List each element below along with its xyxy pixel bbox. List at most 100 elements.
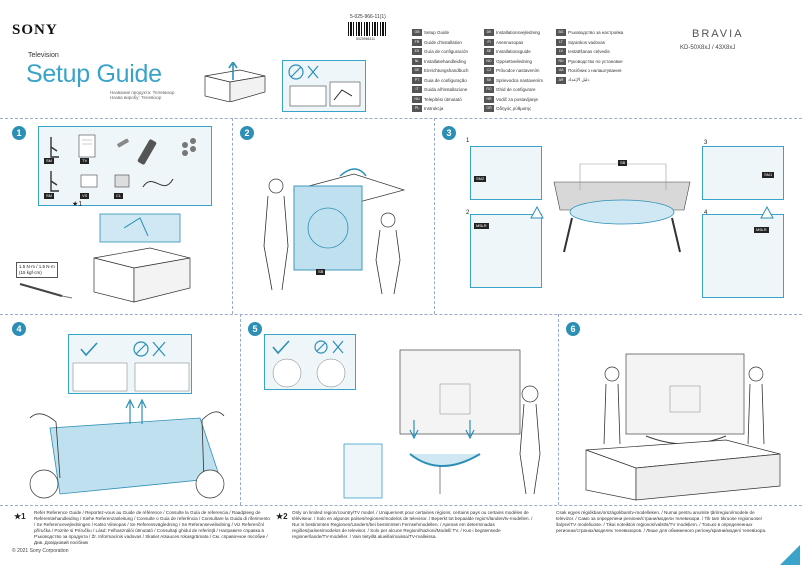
part-tag: TV (80, 158, 90, 164)
footnote-2-marker: ★2 (276, 512, 288, 521)
step-number-1: 1 (12, 126, 26, 140)
language-label: Руководство по установке (568, 58, 623, 64)
divider (558, 314, 559, 505)
language-code: HR (484, 95, 494, 103)
language-label: دليل الإعداد (568, 77, 590, 83)
part-tag: M5LR (754, 227, 769, 233)
language-label: Einrichtungshandbuch (424, 68, 469, 74)
part-tag: VS (80, 193, 90, 199)
step-number-4: 4 (12, 322, 26, 336)
language-label: Iestatīšanas ceļvedis (568, 49, 610, 55)
language-label: Ръководство за настройка (568, 30, 624, 36)
subtitle-line: Название продукта: Телевизор (110, 90, 175, 95)
substep-2: 2 (466, 210, 470, 216)
language-label: Oppsettveiledning (496, 58, 533, 64)
language-code: BG (556, 29, 566, 37)
page-corner (780, 545, 800, 565)
language-label: Telepítési útmutató (424, 96, 462, 102)
language-code: LV (556, 48, 566, 56)
language-code: NL (412, 57, 422, 65)
torque-spec: 1.5 N·m / 1.5 N·m (15 kgf·cm) (16, 262, 58, 278)
divider (0, 118, 802, 119)
substep-1: 1 (466, 138, 470, 144)
language-code: PT (412, 76, 422, 84)
title-subtitle: Название продукта: Телевизор Назва вироб… (110, 90, 175, 100)
language-label: Vodič za postavljanje (496, 96, 539, 102)
step-number-6: 6 (566, 322, 580, 336)
part-tag: SM1 (762, 172, 775, 178)
language-code: SK (484, 76, 494, 84)
language-label: Посібник з налаштування (568, 68, 622, 74)
step-number-3: 3 (442, 126, 456, 140)
substep-3: 3 (704, 140, 708, 146)
part-tag: M5LR (474, 223, 489, 229)
language-label: Installationsguide (496, 49, 531, 55)
step-number-2: 2 (240, 126, 254, 140)
language-label: Sprievodca nastavením (496, 77, 544, 83)
step3-detail-1 (470, 146, 542, 200)
doc-type: Television (28, 52, 59, 59)
divider (0, 505, 802, 506)
language-code: FI (484, 38, 494, 46)
torque-line: 1.5 N·m / 1.5 N·m (19, 264, 55, 269)
language-code: IT (412, 86, 422, 94)
part-tag: CL (114, 193, 124, 199)
language-code: NO (484, 57, 494, 65)
part-tag: SM (44, 158, 54, 164)
lift-tv-illustration (29, 398, 225, 499)
language-code: FR (412, 38, 422, 46)
footnote-2-text: Only on limited region/country/TV model.… (292, 510, 533, 539)
screwdriver-icon (19, 283, 73, 299)
language-code: LT (556, 38, 566, 46)
divider (240, 314, 241, 505)
language-code: UA (556, 67, 566, 75)
footnote-1-text: Refer Reference Guide / Reportez-vous au… (34, 510, 270, 545)
language-label: Asennusopas (496, 39, 524, 45)
part-tag: SB (316, 269, 326, 275)
language-label: Οδηγός ρύθμισης (496, 106, 532, 112)
mount-stand-illustration (343, 349, 541, 499)
part-tag: SM2 (474, 176, 487, 182)
language-code: AR (556, 76, 566, 84)
divider (434, 118, 435, 314)
language-code: DE (412, 67, 422, 75)
language-label: Instrukcja (424, 106, 444, 112)
divider (232, 118, 233, 314)
do-dont-illustration (72, 341, 190, 392)
torque-line: (15 kgf·cm) (19, 270, 42, 275)
language-code: HU (412, 95, 422, 103)
language-label: Installationsvejledning (496, 30, 541, 36)
model-list: KD-50X8xJ / 43X8xJ (680, 45, 736, 51)
language-label: Průvodce nastavením (496, 68, 540, 74)
step-number-5: 5 (248, 322, 262, 336)
warning-icon (530, 206, 544, 219)
barcode-number: 5025966111 (356, 37, 375, 41)
accessories-panel (38, 126, 212, 206)
part-tag: SB (618, 160, 628, 166)
language-label: Installatiehandleiding (424, 58, 467, 64)
accessories-illustration (50, 134, 196, 192)
part-tag: SM (44, 193, 54, 199)
language-label: Guide d'installation (424, 39, 462, 45)
tv-box-illustration (204, 62, 266, 102)
